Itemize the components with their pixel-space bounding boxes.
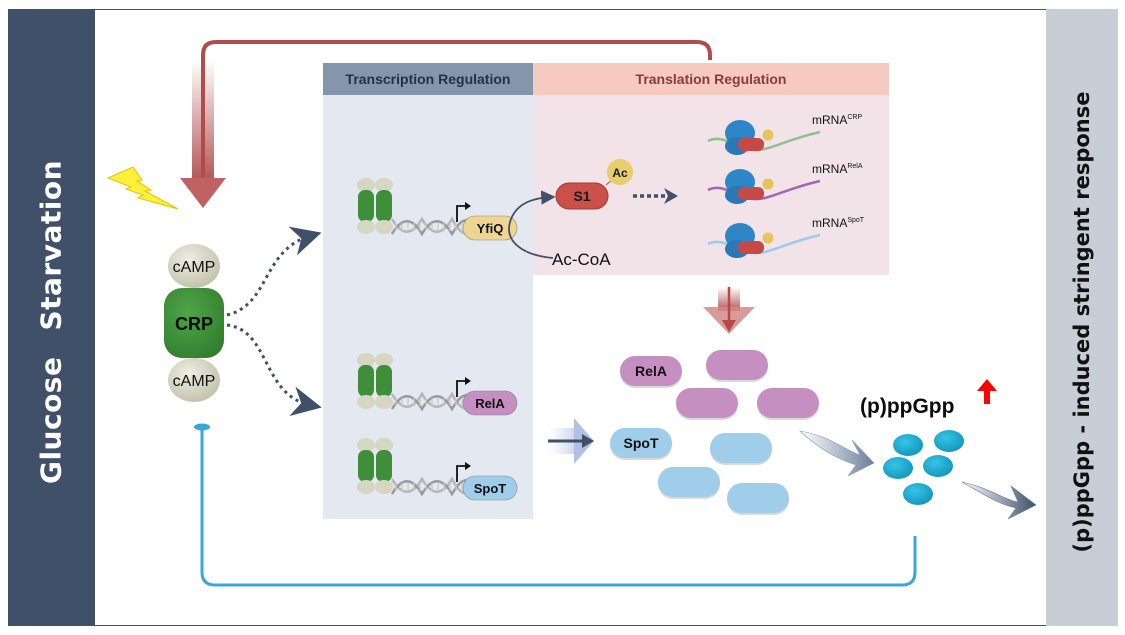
gene-construct-yfiq: YfiQ bbox=[357, 178, 518, 241]
positive-feedback-arrow bbox=[180, 40, 712, 208]
mrna-label: mRNASpoT bbox=[812, 216, 865, 230]
transcription-header: Transcription Regulation bbox=[323, 63, 533, 95]
ribosome-mrna-rela: mRNARelA bbox=[707, 162, 863, 204]
gene-label: SpoT bbox=[474, 481, 507, 496]
crp-to-yfiq-arrow bbox=[226, 226, 322, 317]
rela-protein-labeled: RelA bbox=[620, 356, 682, 388]
translation-output-arrow bbox=[703, 287, 755, 334]
synthesis-arrow bbox=[799, 430, 875, 477]
protein-label: SpoT bbox=[624, 435, 659, 451]
acetyl-dot bbox=[762, 129, 774, 141]
mrna-label: mRNACRP bbox=[812, 113, 862, 127]
acetyl-dot bbox=[762, 178, 774, 190]
crp-label: CRP bbox=[175, 314, 213, 334]
s1-bound bbox=[738, 241, 764, 254]
translation-header: Translation Regulation bbox=[533, 63, 889, 95]
response-arrow bbox=[961, 481, 1037, 520]
pppgpp-molecule bbox=[934, 430, 964, 452]
pppgpp-molecule bbox=[903, 483, 933, 505]
inhibition-bar-icon bbox=[194, 423, 210, 431]
rela-protein bbox=[757, 388, 819, 420]
s1-bound bbox=[738, 187, 764, 200]
spot-protein bbox=[727, 483, 789, 515]
gene-label: YfiQ bbox=[477, 221, 504, 236]
rela-protein bbox=[676, 388, 738, 420]
dna-helix-icon bbox=[390, 476, 469, 497]
ac-label: Ac bbox=[612, 166, 628, 180]
transcription-output-arrow bbox=[548, 418, 594, 464]
spot-protein bbox=[658, 467, 720, 499]
s1-protein: S1 bbox=[555, 182, 609, 210]
spot-protein-labeled: SpoT bbox=[610, 428, 672, 460]
dna-helix-icon bbox=[390, 216, 469, 237]
yfiq-acetylation-arrow bbox=[508, 190, 556, 259]
ribosome-mrna-crp: mRNACRP bbox=[707, 113, 862, 155]
acetyl-group: Ac bbox=[607, 159, 633, 185]
gene-pill bbox=[462, 215, 518, 241]
negative-feedback-line bbox=[194, 423, 917, 587]
lightning-icon bbox=[106, 166, 179, 210]
pppgpp-molecule bbox=[883, 457, 913, 479]
gene-label: RelA bbox=[475, 396, 505, 411]
gene-pill bbox=[462, 475, 518, 501]
crp-complex: cAMP CRP cAMP bbox=[164, 244, 224, 402]
promoter-arrow-icon bbox=[456, 202, 471, 222]
left-condition-bar bbox=[8, 9, 95, 626]
increase-arrow-icon bbox=[977, 379, 997, 404]
gene-pill bbox=[462, 390, 518, 416]
camp-top bbox=[168, 244, 220, 288]
protein-label: RelA bbox=[635, 363, 667, 379]
gene-construct-rela: RelA bbox=[357, 353, 518, 416]
ac-coa-label: Ac-CoA bbox=[552, 250, 611, 269]
gene-construct-spot: SpoT bbox=[357, 438, 518, 501]
mrna-label: mRNARelA bbox=[812, 162, 863, 176]
spot-protein bbox=[710, 433, 772, 465]
pppgpp-molecule bbox=[893, 434, 923, 456]
right-outcome-bar bbox=[1046, 9, 1118, 626]
crp-to-rela-arrow bbox=[226, 323, 322, 416]
s1-label: S1 bbox=[573, 188, 590, 204]
camp-bottom bbox=[168, 358, 220, 402]
translation-panel bbox=[533, 63, 889, 275]
promoter-arrow-icon bbox=[456, 462, 471, 482]
crp-protein bbox=[164, 288, 224, 358]
pppgpp-label: (p)ppGpp bbox=[860, 395, 954, 418]
promoter-arrow-icon bbox=[456, 377, 471, 397]
acetyl-dot bbox=[762, 232, 774, 244]
s1-bound bbox=[738, 138, 764, 151]
rela-protein bbox=[706, 350, 768, 382]
dna-helix-icon bbox=[390, 391, 469, 412]
pppgpp-molecule bbox=[923, 455, 953, 477]
camp-bottom-label: cAMP bbox=[173, 373, 216, 390]
camp-top-label: cAMP bbox=[173, 259, 216, 276]
ribosome-mrna-spot: mRNASpoT bbox=[707, 216, 865, 258]
